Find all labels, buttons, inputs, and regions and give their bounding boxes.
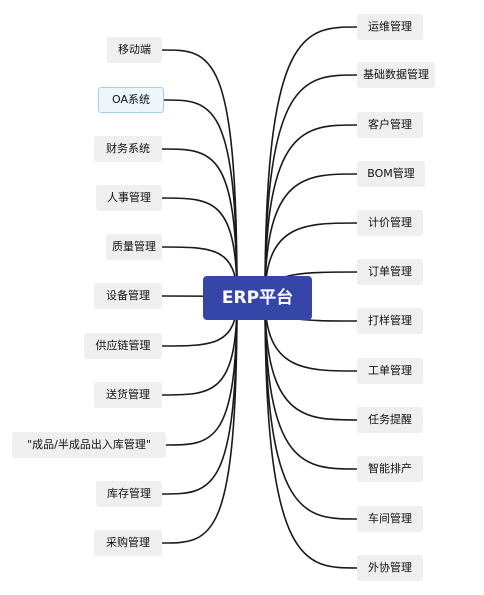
connector-right-4 [264, 173, 358, 299]
connector-right-9 [264, 297, 358, 421]
right-topic-8[interactable]: 工单管理 [357, 358, 423, 384]
right-topic-10[interactable]: 智能排产 [357, 456, 423, 482]
connector-left-10 [161, 297, 238, 495]
right-topic-7[interactable]: 打样管理 [357, 308, 423, 334]
left-topic-9[interactable]: "成品/半成品出入库管理" [12, 432, 166, 458]
connector-left-1 [161, 49, 238, 299]
left-topic-8[interactable]: 送货管理 [94, 382, 162, 408]
connector-right-3 [264, 124, 358, 299]
left-topic-7[interactable]: 供应链管理 [84, 333, 162, 359]
connector-right-11 [264, 297, 358, 520]
right-topic-9[interactable]: 任务提醒 [357, 407, 423, 433]
right-topic-2[interactable]: 基础数据管理 [357, 62, 435, 88]
connector-right-1 [264, 26, 358, 299]
right-topic-11[interactable]: 车间管理 [357, 506, 423, 532]
connector-right-8 [264, 297, 358, 372]
left-topic-10[interactable]: 库存管理 [96, 481, 162, 507]
left-topic-3[interactable]: 财务系统 [94, 136, 162, 162]
connector-right-10 [264, 297, 358, 470]
right-topic-1[interactable]: 运维管理 [357, 14, 423, 40]
right-topic-12[interactable]: 外协管理 [357, 555, 423, 581]
connector-right-12 [264, 297, 358, 569]
right-topic-3[interactable]: 客户管理 [357, 112, 423, 138]
root-topic-erp-platform[interactable]: ERP平台 [203, 276, 312, 320]
connector-left-4 [161, 197, 238, 299]
left-topic-2[interactable]: OA系统 [98, 87, 164, 113]
right-topic-6[interactable]: 订单管理 [357, 259, 423, 285]
right-topic-4[interactable]: BOM管理 [357, 161, 425, 187]
left-topic-11[interactable]: 采购管理 [94, 530, 162, 556]
right-topic-5[interactable]: 计价管理 [357, 210, 423, 236]
connector-left-2 [163, 99, 238, 299]
connector-left-11 [161, 297, 238, 544]
connector-right-2 [264, 74, 358, 299]
left-topic-6[interactable]: 设备管理 [94, 283, 162, 309]
connector-right-5 [264, 222, 358, 299]
left-topic-4[interactable]: 人事管理 [96, 185, 162, 211]
connector-left-3 [161, 148, 238, 299]
left-topic-5[interactable]: 质量管理 [106, 234, 162, 260]
left-topic-1[interactable]: 移动端 [107, 37, 162, 63]
